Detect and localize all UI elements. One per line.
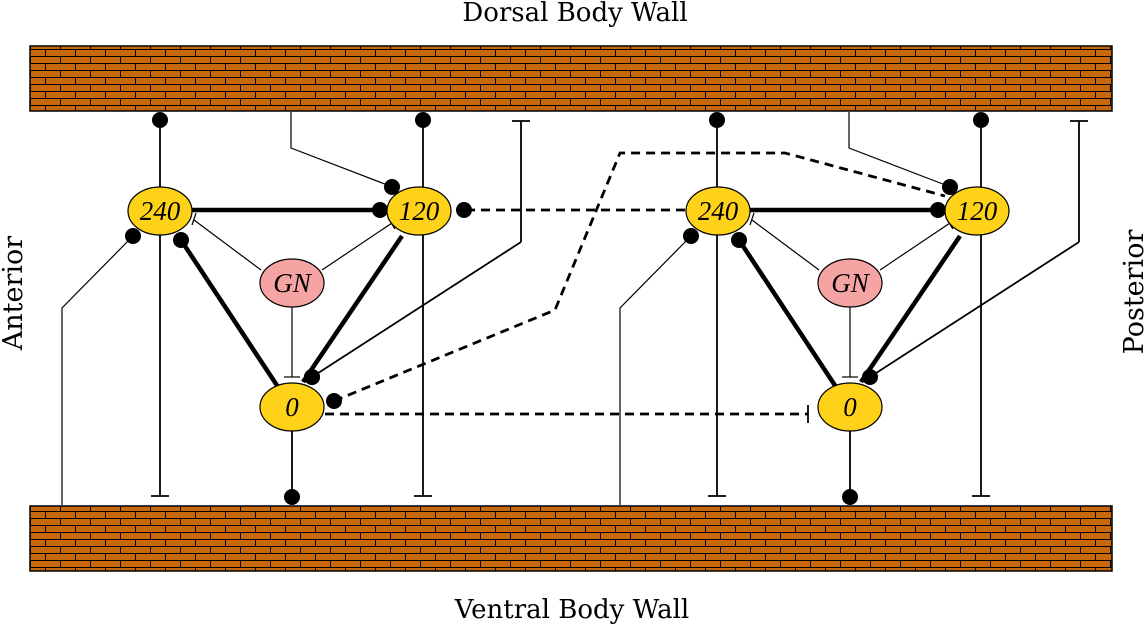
intersegmental-connections [325,151,946,423]
dorsal-wall-label: Dorsal Body Wall [462,0,687,28]
segment-2-node-0 [817,382,883,432]
segment-2: 240 120 GN 0 [619,112,1088,505]
segment-1-node-gn [259,258,325,308]
segment-2-node-120-label: 120 [957,196,998,226]
segment-1-node-120 [386,186,452,236]
segment-2-node-240 [685,186,751,236]
ventral-body-wall [29,505,1113,572]
segment-2-node-0-label: 0 [843,392,857,422]
segment-1-node-240-label: 240 [140,196,181,226]
posterior-label: Posterior [1119,230,1145,355]
segment-1-node-120-label: 120 [399,196,440,226]
segment-2-node-gn-label: GN [831,268,870,298]
anterior-label: Anterior [0,236,29,352]
segment-2-node-240-label: 240 [698,196,739,226]
segment-1: 240 120 GN 0 [61,112,530,505]
segment-1-node-0-label: 0 [285,392,299,422]
segment-1-node-0 [259,382,325,432]
segment-2-node-120 [944,186,1010,236]
segment-1-node-240 [127,186,193,236]
ventral-wall-label: Ventral Body Wall [454,595,689,625]
segment-1-node-gn-label: GN [273,268,312,298]
dorsal-body-wall [29,45,1113,112]
segment-2-node-gn [817,258,883,308]
